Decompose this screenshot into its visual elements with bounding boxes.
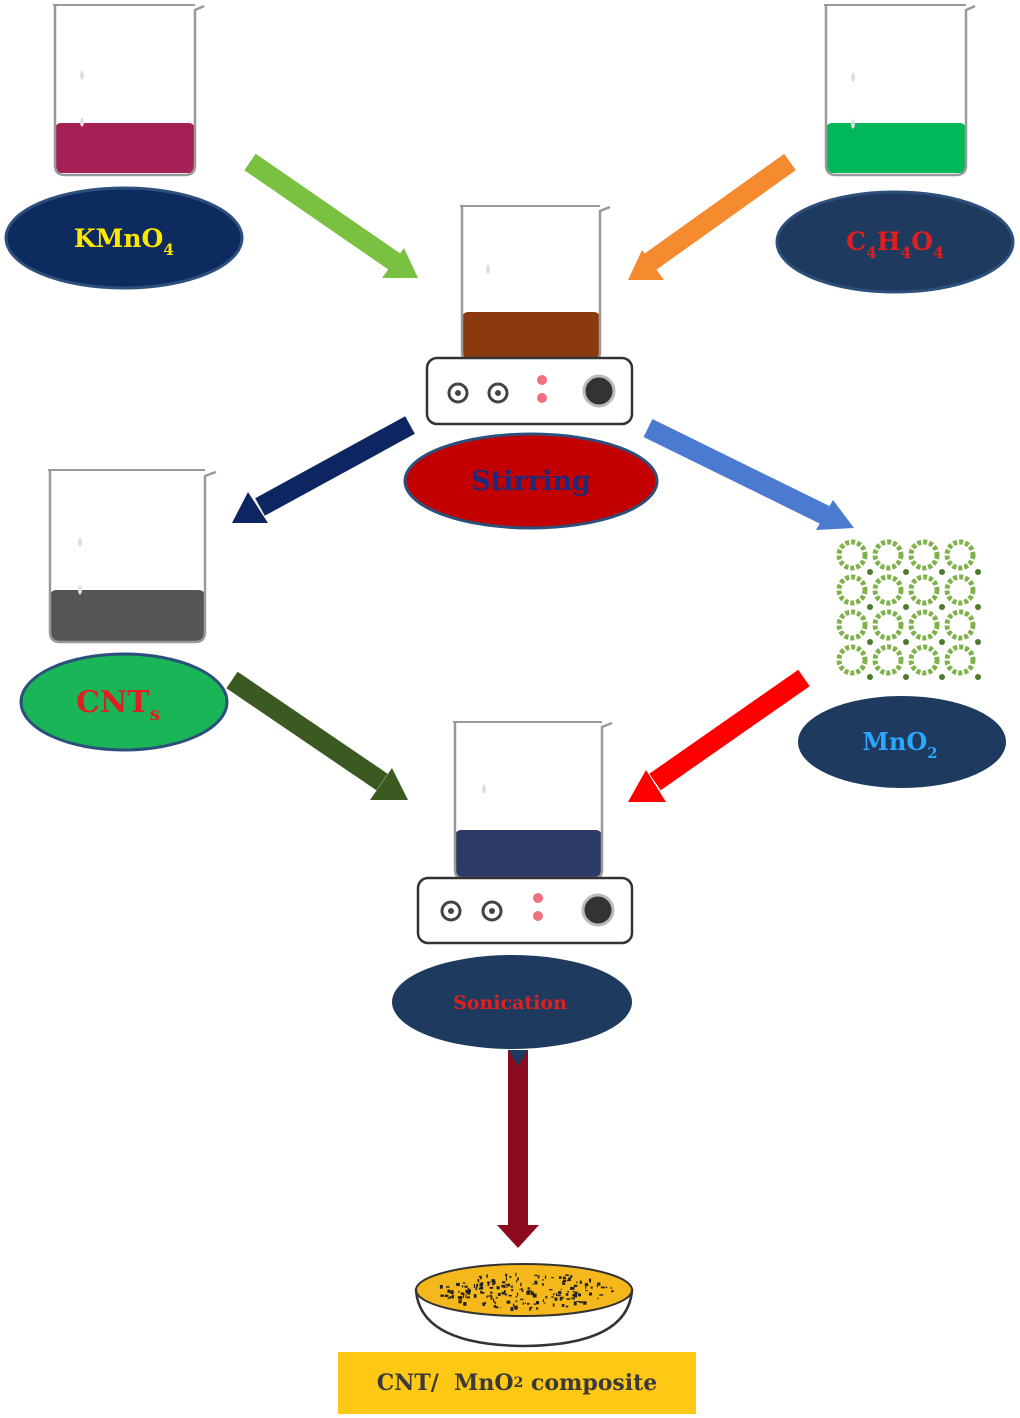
arrow-mno2-to-sonication — [628, 669, 810, 802]
reagent-cnts: CNTs — [19, 652, 229, 752]
arrow-maleic-to-stirring — [628, 153, 796, 280]
sonication-label: Sonication — [453, 992, 567, 1014]
maleic-o-sub: 4 — [933, 243, 944, 262]
mno2-subscript: 2 — [927, 744, 937, 762]
cnts-label: CNT — [76, 685, 150, 720]
arrow-sonication-to-product — [497, 1050, 539, 1248]
product-label-suffix: composite — [523, 1370, 658, 1396]
hotplate-stirrer-2 — [416, 876, 634, 945]
indicator-light-icon — [537, 375, 547, 385]
maleic-h-sub: 4 — [900, 243, 911, 262]
droplet-icon — [486, 264, 490, 274]
droplet-icon — [851, 72, 855, 82]
product-bowl-icon — [414, 1263, 634, 1348]
arrow-kmno4-to-stirring — [244, 153, 418, 278]
maleic-c: C — [846, 227, 866, 256]
droplet-icon — [78, 537, 82, 547]
droplet-icon — [80, 70, 84, 80]
maleic-h: H — [877, 227, 901, 256]
reagent-mno2: MnO2 — [798, 696, 1006, 788]
indicator-light-icon — [533, 911, 543, 921]
product-label-prefix: CNT/ MnO — [376, 1370, 514, 1396]
svg-text:KMnO4: KMnO4 — [74, 224, 174, 259]
svg-text:C4H4O4: C4H4O4 — [846, 227, 944, 262]
arrow-stirring-to-cnts — [232, 416, 415, 523]
droplet-icon — [851, 119, 855, 129]
droplet-icon — [78, 585, 82, 595]
dial-icon — [582, 374, 616, 408]
hotplate-stirrer-1 — [425, 356, 634, 426]
dial-icon — [581, 893, 615, 927]
droplet-icon — [80, 117, 84, 127]
svg-text:CNTs: CNTs — [76, 685, 160, 725]
beaker-liquid-cnts — [50, 590, 205, 642]
arrow-stirring-to-mno2 — [643, 419, 854, 530]
step-sonication: Sonication — [392, 955, 632, 1049]
product-label-subscript: 2 — [513, 1375, 524, 1391]
beaker-glass — [824, 4, 976, 177]
beaker-liquid-stirred — [462, 312, 600, 360]
stirring-label: Stirring — [471, 466, 591, 497]
mno2-crystal-lattice-icon — [836, 539, 981, 680]
maleic-o: O — [911, 227, 933, 256]
beaker-cnts — [48, 469, 217, 644]
beaker-sonication — [453, 721, 613, 880]
beaker-glass — [53, 4, 205, 177]
indicator-light-icon — [537, 393, 547, 403]
maleic-c-sub: 4 — [866, 243, 877, 262]
beaker-kmno4 — [53, 4, 205, 177]
reagent-kmno4: KMnO4 — [4, 186, 244, 290]
kmno4-subscript: 4 — [163, 240, 174, 259]
reagent-maleic: C4H4O4 — [775, 190, 1015, 294]
arrow-cnts-to-sonication — [226, 671, 408, 800]
step-stirring: Stirring — [403, 432, 659, 530]
beaker-stirring — [460, 205, 611, 362]
beaker-liquid-kmno4 — [55, 123, 195, 173]
cnt-mno2-particles — [439, 1272, 614, 1312]
cnts-subscript: s — [150, 704, 160, 725]
beaker-liquid-maleic — [826, 123, 966, 173]
droplet-icon — [482, 784, 486, 794]
svg-text:MnO2: MnO2 — [862, 727, 937, 762]
beaker-liquid-sonicated — [455, 830, 602, 878]
indicator-light-icon — [533, 893, 543, 903]
mno2-label: MnO — [862, 727, 927, 756]
kmno4-label: KMnO — [74, 224, 163, 253]
beaker-maleic — [824, 4, 976, 177]
